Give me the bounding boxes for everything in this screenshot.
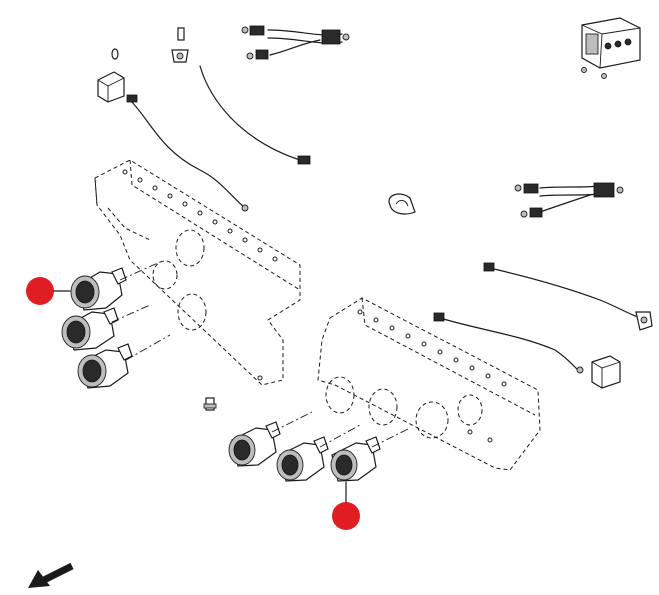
control-module <box>581 17 641 79</box>
right-lamp-right <box>330 436 381 482</box>
left-lamp-middle <box>61 307 119 351</box>
highlight-marker-left[interactable] <box>26 277 54 305</box>
left-housing-bracket <box>94 159 301 386</box>
highlight-marker-bottom[interactable] <box>332 502 360 530</box>
bulb-socket-right <box>635 311 653 331</box>
cable-right-lower-connector <box>433 312 445 322</box>
right-lamp-left <box>228 421 281 467</box>
right-housing-bracket <box>317 297 541 471</box>
left-lamp-top <box>70 267 127 311</box>
cable-center <box>199 65 301 161</box>
left-lamp-bottom <box>77 343 133 389</box>
cable-right-upper-connector <box>483 262 495 272</box>
relay-box <box>97 71 125 103</box>
mounting-screw <box>203 397 217 411</box>
arrow-down-left-icon <box>28 562 74 588</box>
cable-clamp <box>388 193 416 215</box>
cable-center-connector <box>297 155 311 165</box>
cable-right-upper <box>489 267 641 319</box>
small-bulb <box>111 48 119 60</box>
cable-left <box>129 99 246 209</box>
relay-box-right <box>591 355 621 389</box>
wiring-harness-top <box>241 25 350 60</box>
cable-right-lower <box>439 317 581 373</box>
right-lamp-middle <box>276 436 329 482</box>
bulb-socket-top <box>171 27 189 63</box>
wiring-harness-right <box>514 182 624 218</box>
cable-left-connector <box>126 94 138 103</box>
